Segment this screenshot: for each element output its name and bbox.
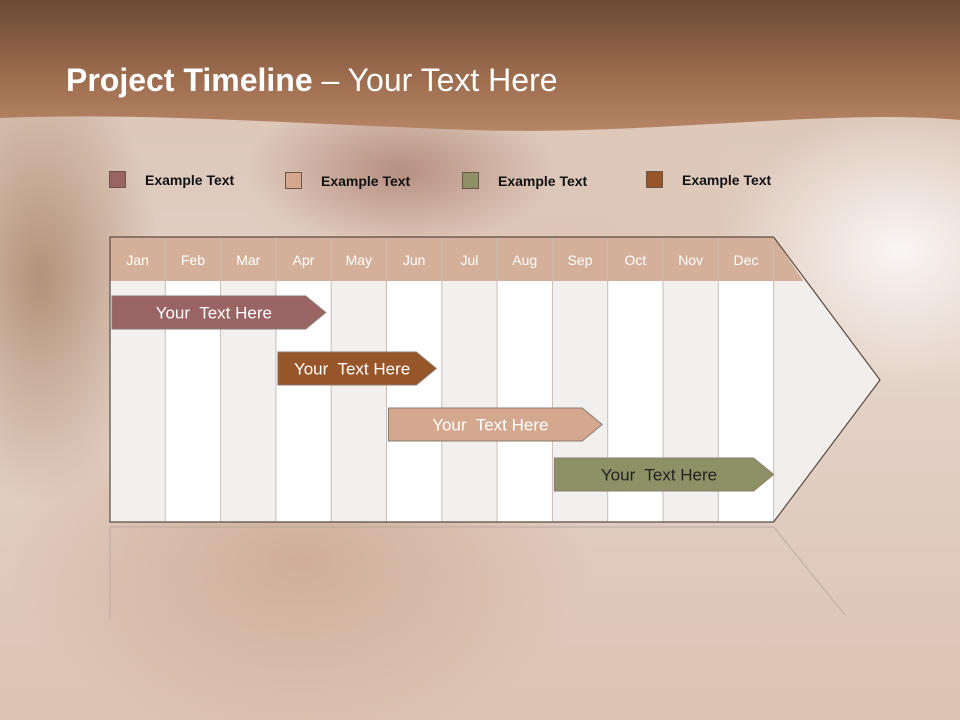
task-bar [553, 457, 775, 492]
month-header-cell [718, 237, 774, 281]
month-label: Aug [512, 252, 537, 268]
page-title: Project Timeline – Your Text Here [66, 62, 558, 99]
month-header-cell [386, 237, 442, 281]
legend-label: Example Text [145, 172, 235, 188]
timeline-frame [109, 236, 881, 523]
month-header-cell [220, 237, 276, 281]
month-header-cell [497, 237, 553, 281]
task-label: Your Text Here [601, 466, 717, 485]
legend-swatch [462, 172, 479, 189]
task-label: Your Text Here [156, 304, 272, 323]
month-header-cell [165, 237, 221, 281]
month-label: Apr [293, 252, 315, 268]
month-label: Sep [568, 252, 593, 268]
month-label: Jul [460, 252, 478, 268]
legend-label: Example Text [321, 173, 411, 189]
legend-label: Example Text [682, 172, 772, 188]
month-header-cell [331, 237, 387, 281]
month-header-cell [275, 237, 332, 281]
month-label: Jun [403, 252, 426, 268]
month-label: May [346, 252, 372, 268]
legend-swatch [109, 171, 126, 188]
month-header-cell [441, 237, 498, 281]
timeline-reflection [109, 526, 846, 620]
month-header-cell [607, 237, 663, 281]
legend-label: Example Text [498, 173, 588, 189]
title-bold: Project Timeline [66, 62, 313, 98]
task-bar [277, 351, 438, 386]
month-header-cell [663, 237, 719, 281]
month-label: Oct [624, 252, 646, 268]
month-label: Jan [126, 252, 149, 268]
task-bar [388, 407, 603, 442]
month-label: Nov [678, 252, 703, 268]
month-column [441, 281, 498, 522]
timeline-arrow-body [773, 237, 880, 522]
month-label: Feb [181, 252, 205, 268]
month-label: Mar [236, 252, 260, 268]
month-label: Dec [733, 252, 758, 268]
task-bar [111, 295, 327, 330]
month-column [497, 281, 553, 522]
title-banner [0, 0, 960, 131]
task-label: Your Text Here [432, 416, 548, 435]
month-header-cell [110, 237, 166, 281]
legend-swatch [646, 171, 663, 188]
month-column [386, 281, 442, 522]
title-rest: – Your Text Here [312, 62, 558, 98]
month-header-cell [552, 237, 608, 281]
task-label: Your Text Here [294, 360, 410, 379]
month-column [331, 281, 387, 522]
legend-swatch [285, 172, 302, 189]
